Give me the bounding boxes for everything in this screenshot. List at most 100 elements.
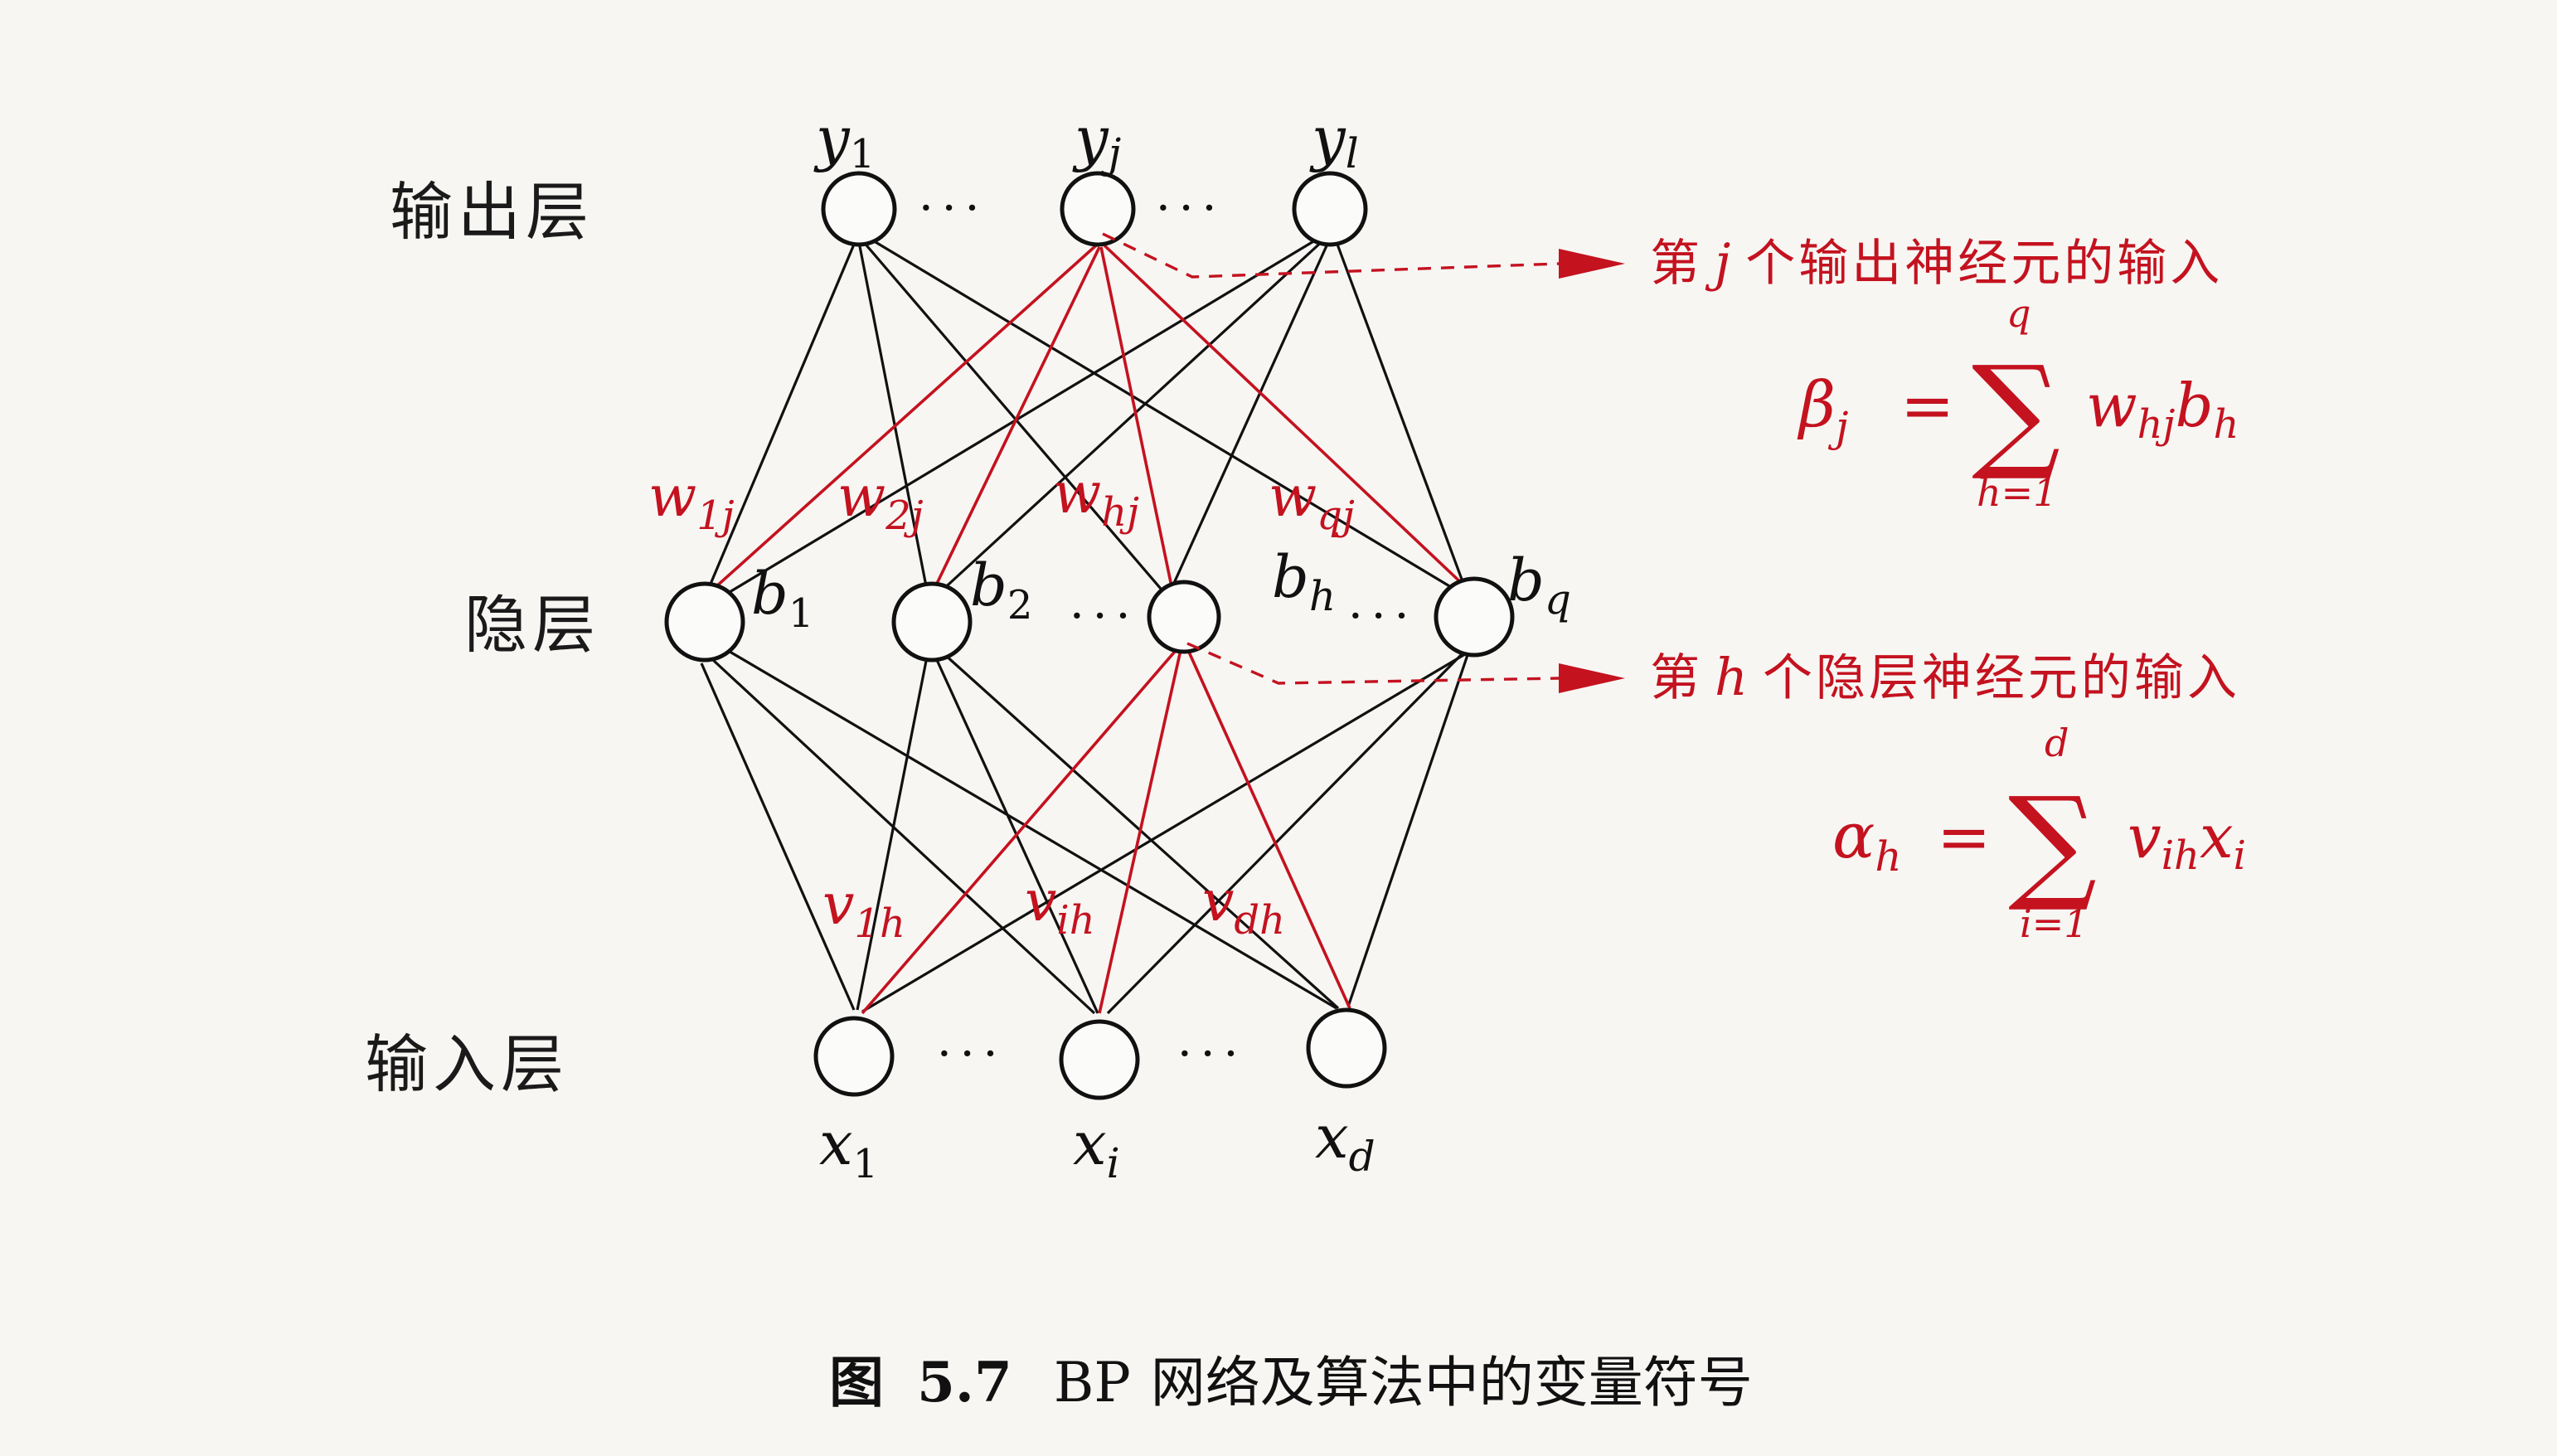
hidden-node-bh [1147,580,1221,654]
label-bq-sub: q [1545,575,1571,624]
label-x1: x1 [819,1109,878,1187]
edge-xd-bq [1346,654,1469,1007]
edge-x1-b2 [856,656,929,1011]
label-bq: bq [1507,546,1571,624]
label-y1-sub: 1 [850,131,876,177]
hidden-annotation-prefix: 第 [1650,649,1703,707]
edge-xi-bh [1098,649,1182,1014]
label-yl-sub: l [1346,129,1359,177]
hidden-ellipsis-2: ··· [1348,590,1417,643]
alpha-term2-sub: i [2234,832,2246,879]
label-b1: b1 [751,560,813,637]
label-xd: xd [1315,1102,1376,1181]
alpha-sum-sign: ∑ [2008,771,2097,915]
output-node-y1 [821,171,897,247]
beta-formula: βj = q ∑ h=1 whjbh [1797,291,2239,515]
edge-x1-b1 [700,662,856,1011]
output-annotation-suffix: 个输出神经元的输入 [1745,235,2223,293]
hidden-annotation-arrowhead [1559,663,1625,693]
weight-whj-sub: hj [1101,489,1139,536]
hidden-output-weight-labels: w1j w2j whj wqj [648,461,1355,539]
hidden-annotation-arrow-line [1186,642,1560,685]
alpha-term2: x [2200,802,2234,871]
edge-xd-b2 [944,653,1340,1010]
weight-w2j-sym: w [837,464,885,530]
edge-xd-b1 [721,645,1337,1010]
input-hidden-weight-labels: v1h vih vdh [822,869,1285,947]
label-bh: bh [1272,543,1336,620]
alpha-term: vihxi [2128,802,2246,879]
weight-vih-sym: v [1025,869,1056,934]
edge-x1-bh [861,645,1181,1015]
edge-bh-yj [1099,246,1174,591]
alpha-lower-limit: i=1 [2020,901,2089,946]
output-node-yj [1060,171,1136,247]
weight-vih-sub: ih [1056,897,1094,944]
caption-label: 图 [829,1351,884,1415]
output-annotation-arrowhead [1559,249,1625,279]
label-yl-sym: y [1309,104,1346,173]
label-yl: yl [1309,104,1359,177]
weight-whj: whj [1053,461,1139,536]
beta-sum-sign: ∑ [1972,340,2060,484]
weight-vdh-sub: dh [1234,897,1285,944]
beta-term1: w [2086,371,2137,440]
label-bh-sym: b [1272,543,1309,611]
beta-equals: = [1900,369,1954,444]
output-annotation-var: j [1705,232,1734,293]
input-ellipsis-1: ··· [937,1027,1006,1081]
alpha-formula: αh = d ∑ i=1 vihxi [1832,721,2246,946]
weight-whj-sym: w [1053,461,1101,527]
output-node-yl [1292,171,1368,247]
label-bq-sym: b [1507,546,1545,614]
hidden-layer-label: 隐层 [464,588,600,662]
edge-b1-yj [705,244,1098,597]
beta-lhs-sym: β [1797,367,1836,441]
alpha-upper-limit: d [2045,721,2069,765]
hidden-node-b1 [664,581,745,662]
label-yj: yj [1072,104,1121,177]
weight-w2j-sub: 2j [885,493,924,539]
beta-term2-sub: h [2214,401,2239,448]
beta-term: whjbh [2086,371,2239,448]
alpha-lhs: αh [1832,798,1902,881]
edge-bq-yj [1103,244,1471,592]
beta-term1-sub: hj [2137,401,2176,448]
input-layer-label: 输入层 [365,1027,569,1101]
label-b2-sym: b [970,551,1007,619]
input-node-xd [1306,1007,1387,1089]
weight-wqj: wqj [1269,464,1355,539]
label-y1: y1 [813,104,875,177]
output-annotation-arrow-line [1102,232,1560,279]
weight-wqj-sub: qj [1317,493,1355,539]
hidden-annotation-var: h [1715,647,1751,707]
hidden-output-edges [705,234,1468,599]
label-bh-sub: h [1309,572,1336,620]
alpha-lhs-sym: α [1832,798,1875,872]
weight-v1h: v1h [822,872,905,947]
edge-xd-bh [1186,648,1351,1009]
alpha-term1-sub: ih [2162,832,2200,879]
edge-xi-bq [1106,650,1466,1015]
output-ellipsis-2: ··· [1156,182,1225,235]
beta-lhs: βj [1797,367,1848,451]
edge-b2-yj [932,246,1101,591]
label-xd-sub: d [1349,1133,1376,1181]
weight-w2j: w2j [837,464,924,539]
hidden-layer-nodes [664,576,1515,662]
label-b2-sub: 2 [1007,582,1033,629]
hidden-annotation-suffix: 个隐层神经元的输入 [1763,649,2240,707]
highlighted-edges [705,244,1471,1015]
weight-vdh: vdh [1202,869,1285,944]
label-xi-sym: x [1073,1109,1107,1178]
edge-bq-y1 [866,235,1460,594]
label-xi: xi [1073,1109,1120,1187]
edge-bh-yl [1169,241,1330,591]
weight-v1h-sym: v [822,872,854,938]
beta-lower-limit: h=1 [1977,470,2057,515]
edge-bh-y1 [861,239,1162,590]
